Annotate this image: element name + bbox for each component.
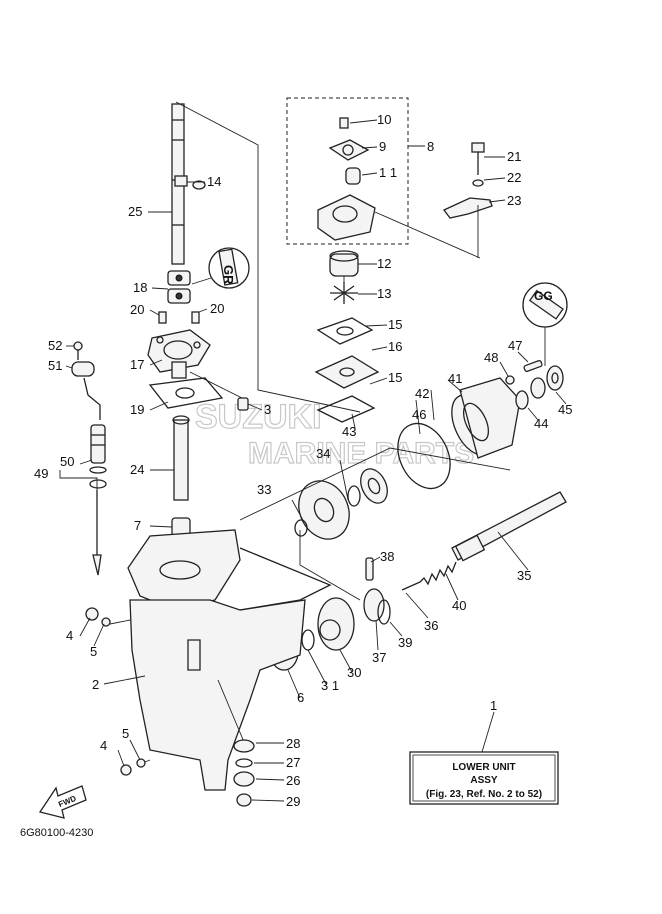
callout-28: 28 <box>286 736 300 751</box>
callout-48: 48 <box>484 350 498 365</box>
callout-4b: 4 <box>100 738 107 753</box>
seal-group <box>505 360 564 410</box>
callout-15a: 15 <box>388 317 402 332</box>
callout-12: 12 <box>377 256 391 271</box>
callout-51: 51 <box>48 358 62 373</box>
callout-29: 29 <box>286 794 300 809</box>
grease-badge-gr: GR <box>208 247 250 289</box>
callout-50: 50 <box>60 454 74 469</box>
leader-lines <box>59 119 567 802</box>
shift-plunger <box>401 561 457 591</box>
woodruff-key <box>192 180 206 190</box>
callout-5a: 5 <box>90 644 97 659</box>
pin-3 <box>237 397 249 411</box>
callout-18: 18 <box>133 280 147 295</box>
callout-8: 8 <box>427 139 434 154</box>
callout-30: 30 <box>347 665 361 680</box>
bolts-washers <box>85 607 146 776</box>
shift-rod-assembly <box>71 341 107 576</box>
badge-gg-label: GG <box>534 289 553 303</box>
callout-15b: 15 <box>388 370 402 385</box>
callout-4a: 4 <box>66 628 73 643</box>
callout-39: 39 <box>398 635 412 650</box>
prop-housing <box>397 377 521 490</box>
callout-49: 49 <box>34 466 48 481</box>
callout-7: 7 <box>134 518 141 533</box>
callout-13: 13 <box>377 286 391 301</box>
water-pump-parts <box>314 117 380 423</box>
water-tube <box>172 415 190 501</box>
drawing-code: 6G80100-4230 <box>20 827 93 839</box>
callout-34: 34 <box>316 446 330 461</box>
info-box-line3: (Fig. 23, Ref. No. 2 to 52) <box>426 789 542 800</box>
callout-41: 41 <box>448 371 462 386</box>
gasket-19 <box>148 377 224 409</box>
callout-43: 43 <box>342 424 356 439</box>
drive-shaft <box>171 103 188 265</box>
callout-40: 40 <box>452 598 466 613</box>
callout-labels: 10 9 8 1 1 12 13 15 16 15 21 22 23 14 25… <box>34 112 572 809</box>
watermark-line2: MARINE PARTS <box>248 437 474 470</box>
dog-clutch <box>363 557 391 625</box>
callout-3: 3 <box>264 402 271 417</box>
dowel-pin-left <box>158 311 167 324</box>
callout-26: 26 <box>286 773 300 788</box>
callout-46: 46 <box>412 407 426 422</box>
callout-38: 38 <box>380 549 394 564</box>
callout-17: 17 <box>130 357 144 372</box>
callout-11: 1 1 <box>379 165 397 180</box>
pump-base <box>147 329 211 379</box>
callout-36: 36 <box>424 618 438 633</box>
callout-1: 1 <box>490 698 497 713</box>
callout-47: 47 <box>508 338 522 353</box>
bearings <box>167 270 191 304</box>
callout-9: 9 <box>379 139 386 154</box>
callout-27: 27 <box>286 755 300 770</box>
callout-14: 14 <box>207 174 221 189</box>
callout-16: 16 <box>388 339 402 354</box>
propeller-shaft <box>451 491 567 562</box>
callout-19: 19 <box>130 402 144 417</box>
callout-33: 33 <box>257 482 271 497</box>
callout-21: 21 <box>507 149 521 164</box>
fwd-arrow-icon: FWD <box>38 785 87 819</box>
callout-22: 22 <box>507 170 521 185</box>
info-box: LOWER UNIT ASSY (Fig. 23, Ref. No. 2 to … <box>409 751 559 805</box>
info-box-line2: ASSY <box>470 775 498 786</box>
callout-31: 3 1 <box>321 678 339 693</box>
callout-20a: 20 <box>130 302 144 317</box>
callout-6: 6 <box>297 690 304 705</box>
callout-52: 52 <box>48 338 62 353</box>
info-box-line1: LOWER UNIT <box>452 762 515 773</box>
watermark-line1: SUZUKI <box>195 398 322 436</box>
callout-5b: 5 <box>122 726 129 741</box>
lower-case <box>127 529 332 791</box>
forward-gear-group <box>294 468 388 540</box>
callout-45: 45 <box>558 402 572 417</box>
callout-42: 42 <box>415 386 429 401</box>
callout-23: 23 <box>507 193 521 208</box>
callout-25: 25 <box>128 204 142 219</box>
watermark: SUZUKI MARINE PARTS <box>194 397 474 470</box>
callout-20b: 20 <box>210 301 224 316</box>
dowel-pin-right <box>191 311 200 324</box>
badge-gr-label: GR <box>221 265 236 285</box>
bracket-hardware <box>442 142 493 219</box>
grease-badge-gg: GG <box>522 282 568 328</box>
callout-10: 10 <box>377 112 391 127</box>
callout-35: 35 <box>517 568 531 583</box>
callout-2: 2 <box>92 677 99 692</box>
callout-24: 24 <box>130 462 144 477</box>
callout-44: 44 <box>534 416 548 431</box>
drain-plugs <box>233 739 255 807</box>
callout-37: 37 <box>372 650 386 665</box>
